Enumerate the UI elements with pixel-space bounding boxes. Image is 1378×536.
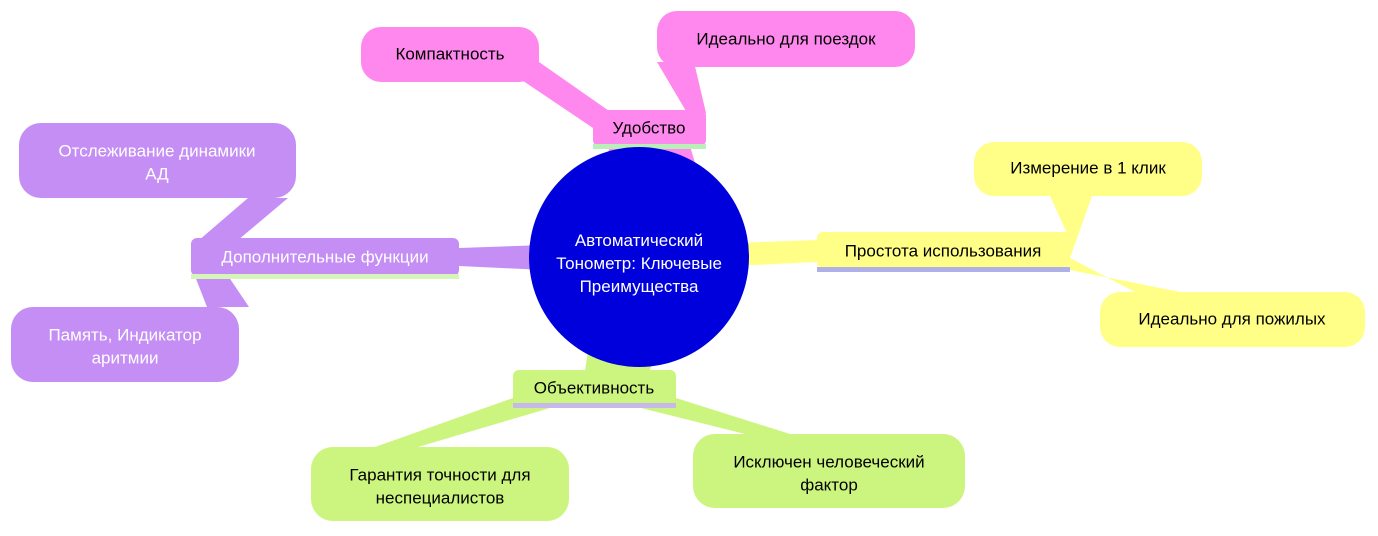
- leaf-node-izmerenie-v-1-klik[interactable]: Измерение в 1 клик: [974, 142, 1202, 196]
- leaf-label-otslezhivanie-dinamiki-ad-line1: Отслеживание динамики: [58, 141, 255, 160]
- leaf-label-garantiya-tochnosti-line1: Гарантия точности для: [349, 465, 530, 484]
- branch-label-obektivnost: Объективность: [534, 378, 655, 397]
- leaf-node-pamyat-indikator-aritmii[interactable]: Память, Индикатор аритмии: [11, 307, 239, 382]
- branch-node-prostota-ispolzovaniya[interactable]: Простота использования: [817, 232, 1070, 272]
- branch-underline-prostota-ispolzovaniya: [817, 267, 1070, 272]
- center-node-label-line1: Автоматический: [575, 231, 703, 250]
- leaf-connector-izmerenie-v-1-klik: [1050, 196, 1092, 258]
- leaf-label-isklyuchen-chelovecheskiy-faktor-line2: фактор: [800, 475, 858, 494]
- branch-label-dopolnitelnye-funkcii: Дополнительные функции: [221, 247, 428, 266]
- center-node[interactable]: Автоматический Тонометр: Ключевые Преиму…: [529, 147, 749, 367]
- branch-underline-dopolnitelnye-funkcii: [191, 274, 459, 279]
- trunk-connector-dopolnitelnye-funkcii: [459, 245, 545, 270]
- leaf-node-garantiya-tochnosti[interactable]: Гарантия точности для неспециалистов: [311, 447, 569, 521]
- branch-label-prostota-ispolzovaniya: Простота использования: [845, 241, 1042, 260]
- branch-nodes-layer: Удобство Дополнительные функции Простота…: [191, 110, 1070, 408]
- leaf-node-isklyuchen-chelovecheskiy-faktor[interactable]: Исключен человеческий фактор: [693, 434, 965, 508]
- branch-label-udobstvo: Удобство: [613, 118, 686, 137]
- branch-node-udobstvo[interactable]: Удобство: [593, 110, 706, 149]
- branch-underline-udobstvo: [593, 144, 706, 149]
- trunk-connector-prostota-ispolzovaniya: [733, 240, 817, 266]
- leaf-label-isklyuchen-chelovecheskiy-faktor-line1: Исключен человеческий: [733, 452, 924, 471]
- leaf-label-pamyat-indikator-aritmii-line2: аритмии: [92, 348, 159, 367]
- leaf-label-garantiya-tochnosti-line2: неспециалистов: [376, 488, 505, 507]
- leaf-node-kompaktnost[interactable]: Компактность: [361, 27, 539, 82]
- leaf-label-idealno-dlya-poezdok: Идеально для поездок: [696, 29, 876, 48]
- leaf-label-kompaktnost: Компактность: [395, 44, 504, 63]
- branch-underline-obektivnost: [513, 403, 676, 408]
- leaf-label-idealno-dlya-pozhilyh: Идеально для пожилых: [1138, 309, 1326, 328]
- center-node-label-line2: Тонометр: Ключевые: [556, 254, 722, 273]
- branch-node-obektivnost[interactable]: Объективность: [513, 370, 676, 408]
- leaf-label-izmerenie-v-1-klik: Измерение в 1 клик: [1010, 158, 1166, 177]
- leaf-label-pamyat-indikator-aritmii-line1: Память, Индикатор: [48, 325, 201, 344]
- leaf-node-otslezhivanie-dinamiki-ad[interactable]: Отслеживание динамики АД: [19, 123, 296, 198]
- leaf-label-otslezhivanie-dinamiki-ad-line2: АД: [145, 164, 169, 183]
- branch-node-dopolnitelnye-funkcii[interactable]: Дополнительные функции: [191, 238, 459, 279]
- leaf-connector-idealno-dlya-pozhilyh: [1070, 258, 1180, 292]
- leaf-node-idealno-dlya-poezdok[interactable]: Идеально для поездок: [657, 11, 915, 67]
- center-node-circle: [529, 147, 749, 367]
- leaf-nodes-layer: Компактность Идеально для поездок Отслеж…: [11, 11, 1365, 521]
- leaf-node-idealno-dlya-pozhilyh[interactable]: Идеально для пожилых: [1100, 292, 1365, 347]
- leaf-connector-garantiya-tochnosti: [375, 398, 560, 447]
- center-node-label-line3: Преимущества: [580, 277, 699, 296]
